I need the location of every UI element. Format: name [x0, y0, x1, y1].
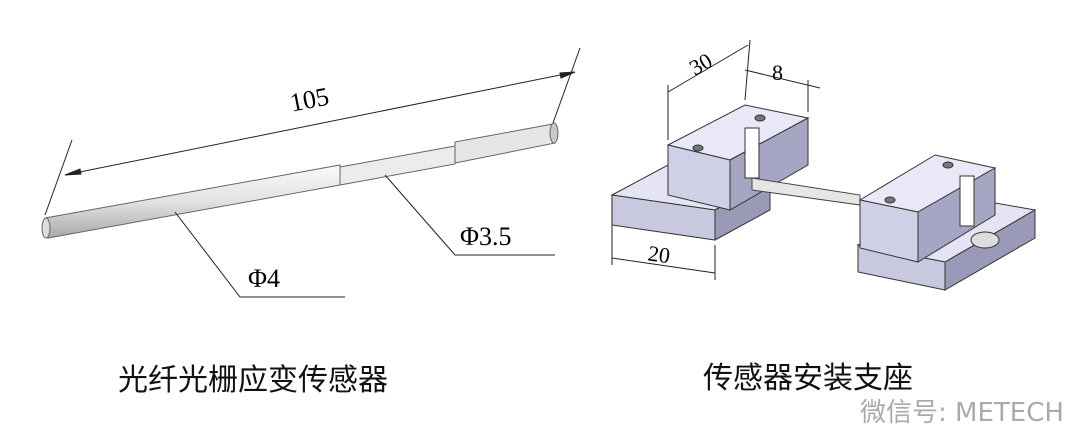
rod-end — [970, 231, 1000, 249]
bolt-hole — [754, 114, 766, 122]
leader-lines — [174, 174, 555, 298]
bracket-dimensions — [611, 39, 821, 280]
dim-depth-label: 20 — [646, 240, 671, 268]
bolt-hole — [884, 196, 896, 204]
left-caption: 光纤光栅应变传感器 — [118, 363, 388, 398]
diameter-small-label: Φ3.5 — [460, 222, 512, 251]
bracket-right — [856, 154, 1037, 291]
watermark: 微信号: METECH — [860, 398, 1064, 428]
diameter-large-label: Φ4 — [248, 264, 280, 293]
dim-slot-label: 8 — [772, 60, 783, 85]
bolt-hole — [692, 144, 704, 152]
bolt-hole — [942, 161, 954, 169]
length-label: 105 — [288, 82, 332, 118]
dimension-105 — [44, 47, 581, 216]
arrowhead — [559, 71, 576, 79]
bracket-left — [610, 104, 810, 241]
sensor-rod — [41, 122, 559, 239]
right-caption: 传感器安装支座 — [703, 361, 913, 396]
dim-width-label: 30 — [685, 48, 717, 81]
arrowhead — [64, 168, 82, 176]
